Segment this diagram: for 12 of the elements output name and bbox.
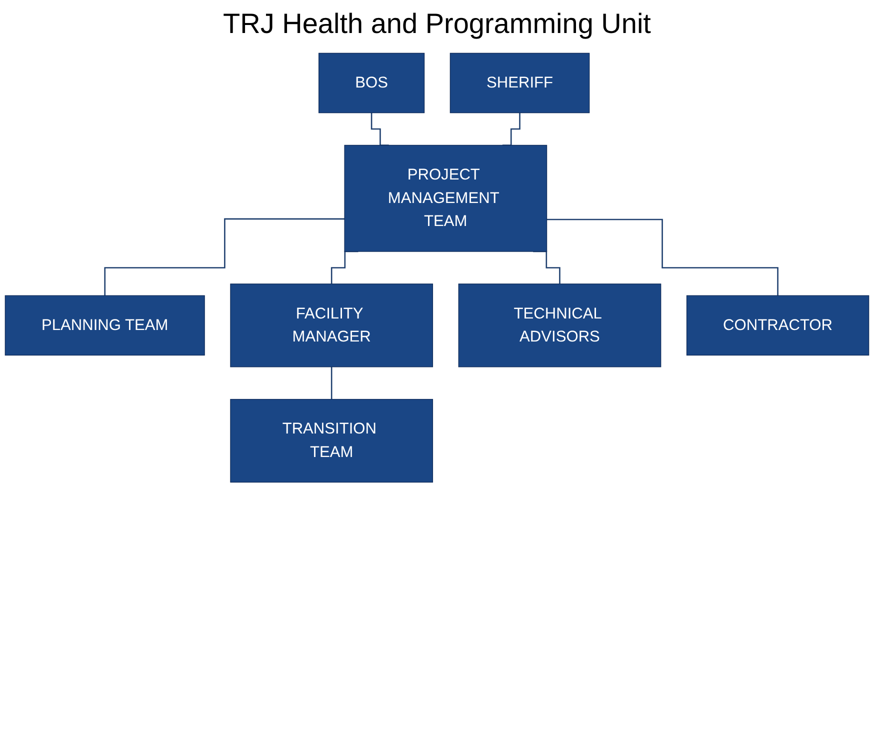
node-box: TECHNICAL ADVISORS (458, 284, 662, 368)
diagram-title: TRJ Health and Programming Unit (222, 7, 652, 41)
node-box: PROJECT MANAGEMENT TEAM (344, 144, 548, 252)
node-box: CONTRACTOR (686, 295, 870, 356)
connector (330, 366, 332, 400)
connector (546, 218, 778, 296)
node-box: BOS (318, 52, 425, 114)
node-box: PLANNING TEAM (4, 295, 205, 356)
node-box: TRANSITION TEAM (230, 398, 434, 483)
node-box: SHERIFF (450, 52, 590, 114)
node-box: FACILITY MANAGER (230, 284, 434, 368)
connector (104, 218, 345, 296)
